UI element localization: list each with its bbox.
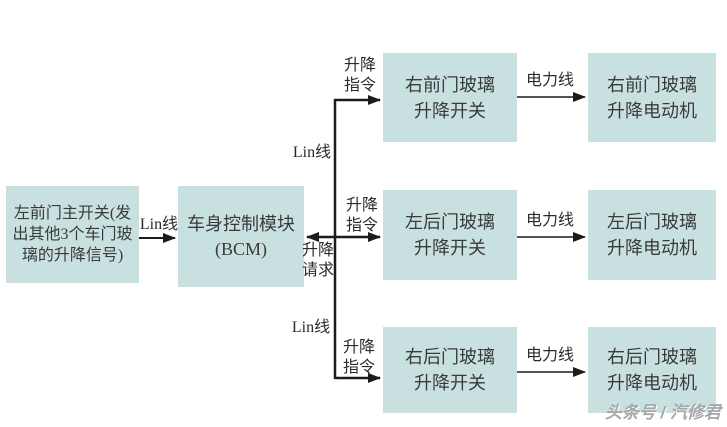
label-power-line-mid: 电力线 xyxy=(525,212,574,229)
label-power-line-bottom: 电力线 xyxy=(525,347,574,364)
box-motor-rear-right-line2: 升降电动机 xyxy=(607,373,697,393)
label-lift-command-mid-line2: 指令 xyxy=(345,217,378,234)
label-lift-command-top-line2: 指令 xyxy=(343,77,376,94)
box-switch-rear-right-line2: 升降开关 xyxy=(414,373,486,393)
box-switch-rear-left-line2: 升降开关 xyxy=(414,238,486,258)
box-motor-front-right-line2: 升降电动机 xyxy=(607,100,697,121)
label-lift-command-top-line1: 升降 xyxy=(343,57,376,74)
watermark: 头条号 / 汽修君 xyxy=(604,403,721,422)
box-motor-rear-left-line2: 升降电动机 xyxy=(607,238,697,258)
box-switch-rear-left: 左后门玻璃 升降开关 xyxy=(383,190,517,280)
label-power-line-top: 电力线 xyxy=(525,72,574,89)
box-switch-front-right-line2: 升降开关 xyxy=(414,100,486,121)
box-motor-rear-right: 右后门玻璃 升降电动机 xyxy=(588,327,716,413)
box-bcm: 车身控制模块 (BCM) xyxy=(178,186,304,287)
label-lift-request: 升降 请求 xyxy=(300,241,336,281)
box-switch-front-right: 右前门玻璃 升降开关 xyxy=(383,53,517,142)
box-switch-rear-right: 右后门玻璃 升降开关 xyxy=(383,327,517,413)
box-bcm-label-line1: 车身控制模块 xyxy=(187,213,295,234)
label-lift-command-top: 升降 指令 xyxy=(341,56,379,96)
box-switch-rear-right-line1: 右后门玻璃 xyxy=(405,347,495,367)
label-lin-trunk-upper: Lin线 xyxy=(292,144,332,161)
label-lift-command-bottom: 升降 指令 xyxy=(340,338,378,378)
box-motor-rear-left: 左后门玻璃 升降电动机 xyxy=(588,190,716,280)
label-lift-command-mid-line1: 升降 xyxy=(345,197,378,214)
label-lift-command-bottom-line2: 指令 xyxy=(342,359,375,376)
box-motor-rear-right-line1: 右后门玻璃 xyxy=(607,347,697,367)
box-motor-front-right: 右前门玻璃 升降电动机 xyxy=(588,53,716,142)
label-lin-master-bcm: Lin线 xyxy=(139,216,179,233)
label-lift-command-bottom-line1: 升降 xyxy=(342,339,375,356)
box-master-switch-label: 左前门主开关(发出其他3个车门玻璃的升降信号) xyxy=(12,205,133,264)
box-switch-front-right-line1: 右前门玻璃 xyxy=(405,74,495,95)
box-motor-front-right-line1: 右前门玻璃 xyxy=(607,74,697,95)
label-lift-command-mid: 升降 指令 xyxy=(343,196,381,236)
box-master-switch: 左前门主开关(发出其他3个车门玻璃的升降信号) xyxy=(6,186,139,283)
label-lin-trunk-lower: Lin线 xyxy=(291,319,331,336)
box-switch-rear-left-line1: 左后门玻璃 xyxy=(405,212,495,232)
box-bcm-label-line2: (BCM) xyxy=(214,238,267,259)
label-lift-request-line2: 请求 xyxy=(301,262,334,279)
label-lift-request-line1: 升降 xyxy=(301,242,334,259)
box-motor-rear-left-line1: 左后门玻璃 xyxy=(607,212,697,232)
